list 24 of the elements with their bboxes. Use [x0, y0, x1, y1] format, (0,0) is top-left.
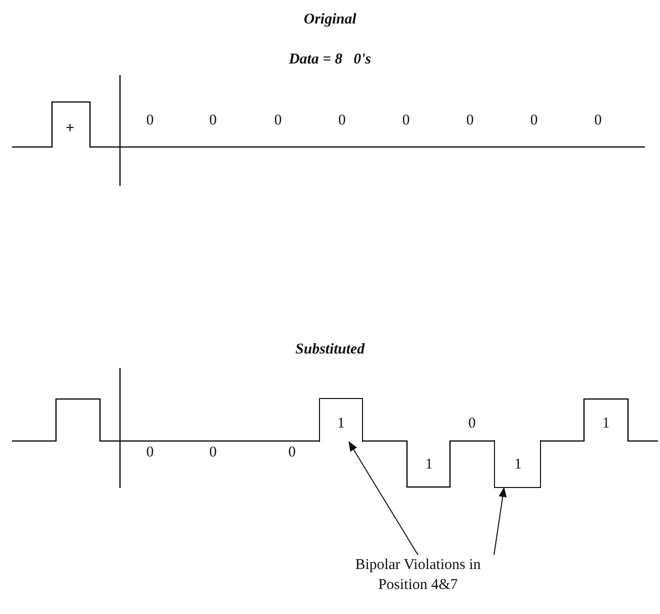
bit-label: 0 [338, 114, 346, 128]
pulse [319, 398, 363, 442]
bit-label: 0 [466, 114, 474, 128]
heading: Original [304, 12, 356, 28]
pulse [494, 440, 541, 488]
bit-label: 0 [402, 114, 410, 128]
leader-arrow [494, 487, 507, 556]
bit-label: 1 [425, 458, 433, 472]
bit-label: 0 [209, 446, 217, 460]
bit-label: 0 [146, 446, 154, 460]
heading: Substituted [295, 342, 365, 358]
bit-label: 0 [468, 416, 476, 432]
bit-label: 0 [530, 114, 538, 128]
bit-label: 1 [602, 416, 610, 432]
bit-label: 0 [146, 114, 154, 128]
bit-label: 0 [209, 114, 217, 128]
leader-arrow [348, 441, 418, 556]
bit-label: 0 [274, 114, 282, 128]
bit-label: 1 [337, 416, 345, 432]
bit-label: + [66, 120, 74, 136]
bit-label: 0 [594, 114, 602, 128]
heading: Data = 8 0's [288, 52, 372, 68]
bit-label: 1 [514, 458, 522, 472]
bit-label: 0 [288, 446, 296, 460]
